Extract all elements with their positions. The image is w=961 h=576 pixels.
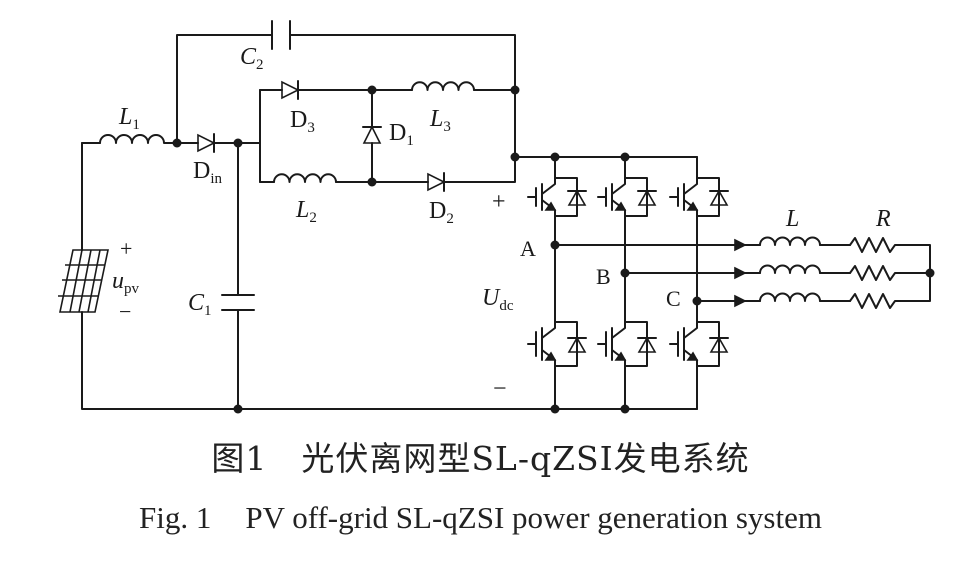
- svg-text:L3: L3: [429, 106, 451, 135]
- label-D3-sub: 3: [307, 120, 315, 136]
- caption-en-number: Fig. 1: [139, 500, 212, 535]
- label-C1-sub: 1: [204, 303, 212, 319]
- igbt-switches: [527, 175, 729, 369]
- igbt-c-lower: [669, 319, 729, 369]
- output-inductors: [734, 236, 821, 308]
- igbt-b-upper: [597, 175, 657, 219]
- output-resistors: [849, 237, 901, 309]
- label-D3: D: [290, 107, 307, 133]
- caption-en-text: PV off-grid SL-qZSI power generation sys…: [245, 500, 822, 535]
- pv-plus: +: [120, 236, 132, 261]
- label-D2-sub: 2: [446, 211, 454, 227]
- figure-caption-en: Fig. 1 PV off-grid SL-qZSI power generati…: [0, 500, 961, 536]
- label-upv-sub: pv: [124, 281, 140, 297]
- dc-plus: +: [492, 189, 506, 215]
- caption-cn-text: 光伏离网型SL-qZSI发电系统: [301, 439, 750, 478]
- label-L1-sub: 1: [132, 117, 140, 133]
- svg-text:L2: L2: [295, 197, 317, 226]
- diode-D2: [427, 172, 451, 192]
- label-upv: u: [112, 268, 124, 294]
- svg-text:Din: Din: [193, 158, 223, 187]
- svg-text:Udc: Udc: [482, 285, 514, 314]
- inductor-L2: [273, 173, 337, 183]
- label-Din-sub: in: [210, 171, 222, 187]
- svg-text:C1: C1: [188, 290, 212, 319]
- label-D2: D: [429, 198, 446, 224]
- label-L2: L: [295, 197, 309, 223]
- svg-text:upv: upv: [112, 268, 140, 297]
- label-L3-sub: 3: [443, 119, 451, 135]
- igbt-c-upper: [669, 175, 729, 219]
- component-labels: C2 L1 D3 L3 D1 Din L2 D2 C1 upv + − Udc …: [112, 44, 891, 402]
- diode-Din: [197, 133, 221, 153]
- capacitor-C1: [221, 294, 255, 311]
- label-C2-sub: 2: [256, 57, 264, 73]
- label-C1: C: [188, 290, 205, 316]
- pv-minus: −: [119, 299, 131, 324]
- phase-b-label: B: [596, 264, 611, 289]
- label-C2: C: [240, 44, 257, 70]
- label-D1: D: [389, 120, 406, 146]
- label-L1: L: [118, 104, 132, 130]
- svg-text:C2: C2: [240, 44, 264, 73]
- label-Udc-sub: dc: [499, 298, 514, 314]
- label-L2-sub: 2: [309, 210, 317, 226]
- igbt-a-upper: [527, 175, 587, 219]
- dc-minus: −: [493, 376, 507, 402]
- pv-panel: [58, 249, 109, 313]
- phase-c-label: C: [666, 286, 681, 311]
- inductor-L3: [411, 81, 475, 91]
- label-L3: L: [429, 106, 443, 132]
- junction-dots: [172, 85, 935, 414]
- svg-text:D2: D2: [429, 198, 454, 227]
- diode-D1: [362, 119, 382, 144]
- caption-cn-number: 图1: [211, 439, 268, 478]
- svg-text:D3: D3: [290, 107, 315, 136]
- label-Udc: U: [482, 285, 501, 311]
- svg-text:D1: D1: [389, 120, 414, 149]
- label-D1-sub: 1: [406, 133, 414, 149]
- igbt-a-lower: [527, 319, 587, 369]
- inductor-L1: [99, 134, 167, 144]
- circuit-diagram: C2 L1 D3 L3 D1 Din L2 D2 C1 upv + − Udc …: [58, 20, 935, 414]
- diode-D3: [281, 80, 303, 100]
- load-resistor-label: R: [875, 206, 891, 232]
- igbt-b-lower: [597, 319, 657, 369]
- load-inductor-label: L: [785, 206, 799, 232]
- phase-a-label: A: [520, 236, 536, 261]
- wires: [81, 34, 931, 410]
- figure-caption-cn: 图1 光伏离网型SL-qZSI发电系统: [0, 432, 961, 480]
- svg-text:L1: L1: [118, 104, 140, 133]
- label-Din: D: [193, 158, 210, 184]
- capacitor-C2: [271, 20, 291, 50]
